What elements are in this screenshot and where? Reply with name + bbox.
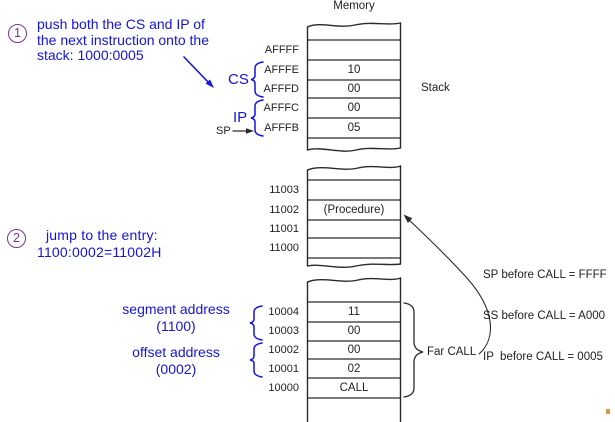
- offset-address-line1: offset address: [132, 344, 220, 360]
- far-call-label: Far CALL: [427, 346, 477, 358]
- segment-address-note: segment address (1100): [96, 301, 256, 334]
- addr-label: 10000: [268, 382, 299, 394]
- far-call-brace: [403, 302, 424, 398]
- offset-address-line2: (0002): [155, 360, 197, 377]
- memory-cell-value: 05: [347, 122, 361, 134]
- step1-note-line3: stack: 1000:0005: [37, 47, 144, 63]
- offset-address-brace: [249, 342, 263, 378]
- step2-note: jump to the entry: 1100:0002=11002H: [37, 227, 237, 260]
- stack-label: Stack: [421, 82, 450, 94]
- step1-note-line1: push both the CS and IP of: [37, 16, 205, 32]
- ip-before-call: IP before CALL = 0005: [483, 351, 603, 364]
- addr-label: 11003: [269, 184, 299, 196]
- call-memory-section-outline: [306, 277, 402, 422]
- corner-artifact-mark: [606, 409, 610, 414]
- ip-brace: [250, 99, 264, 137]
- sp-register-label: SP: [216, 125, 231, 137]
- stack-memory-section-outline: [306, 22, 402, 152]
- memory-cell-value: 11: [348, 306, 360, 318]
- cs-register-label: CS: [228, 71, 249, 88]
- memory-cell-value: (Procedure): [323, 204, 385, 216]
- step2-note-line1: jump to the entry:: [46, 227, 158, 243]
- step1-badge: 1: [8, 24, 27, 43]
- cs-brace: [250, 61, 264, 98]
- memory-cell-value: 00: [347, 83, 361, 95]
- addr-label: 10001: [268, 363, 299, 375]
- memory-title: Memory: [333, 0, 375, 12]
- memory-cell-value: 00: [347, 325, 361, 337]
- ip-register-label: IP: [233, 109, 248, 126]
- addr-label: 10002: [268, 344, 299, 356]
- memory-cell-value: 00: [347, 102, 361, 114]
- sp-arrow: [232, 128, 254, 134]
- addr-label: 11002: [269, 204, 299, 216]
- step1-arrow: [183, 56, 214, 88]
- sp-before-call: SP before CALL = FFFF: [483, 268, 607, 281]
- procedure-memory-section-outline: [306, 165, 402, 268]
- ss-before-call: SS before CALL = A000: [483, 309, 606, 322]
- memory-cell-value: 02: [347, 363, 361, 375]
- segment-address-line2: (1100): [156, 317, 196, 334]
- step1-note: push both the CS and IP of the next inst…: [37, 16, 252, 64]
- addr-label: AFFFC: [263, 102, 299, 114]
- memory-cell-value: 10: [347, 64, 361, 76]
- offset-address-note: offset address (0002): [96, 344, 256, 377]
- registers-before-call: SP before CALL = FFFF SS before CALL = A…: [483, 241, 607, 393]
- addr-label: 11001: [269, 223, 299, 235]
- addr-label: AFFFE: [264, 64, 299, 76]
- procedure-entry-arrow: [403, 214, 491, 355]
- addr-label: 10003: [268, 325, 299, 337]
- step2-badge: 2: [7, 229, 26, 248]
- addr-label: AFFFB: [264, 122, 299, 134]
- addr-label: 10004: [268, 306, 299, 318]
- step1-note-line2: the next instruction onto the: [37, 31, 209, 48]
- segment-address-brace: [249, 305, 263, 341]
- segment-address-line1: segment address: [122, 301, 230, 317]
- memory-cell-value: 00: [347, 344, 361, 356]
- addr-label: 11000: [269, 242, 299, 254]
- step2-note-line2: 1100:0002=11002H: [37, 243, 162, 260]
- memory-cell-value: CALL: [339, 382, 369, 394]
- addr-label: AFFFD: [263, 83, 299, 95]
- addr-label: AFFFF: [264, 44, 299, 56]
